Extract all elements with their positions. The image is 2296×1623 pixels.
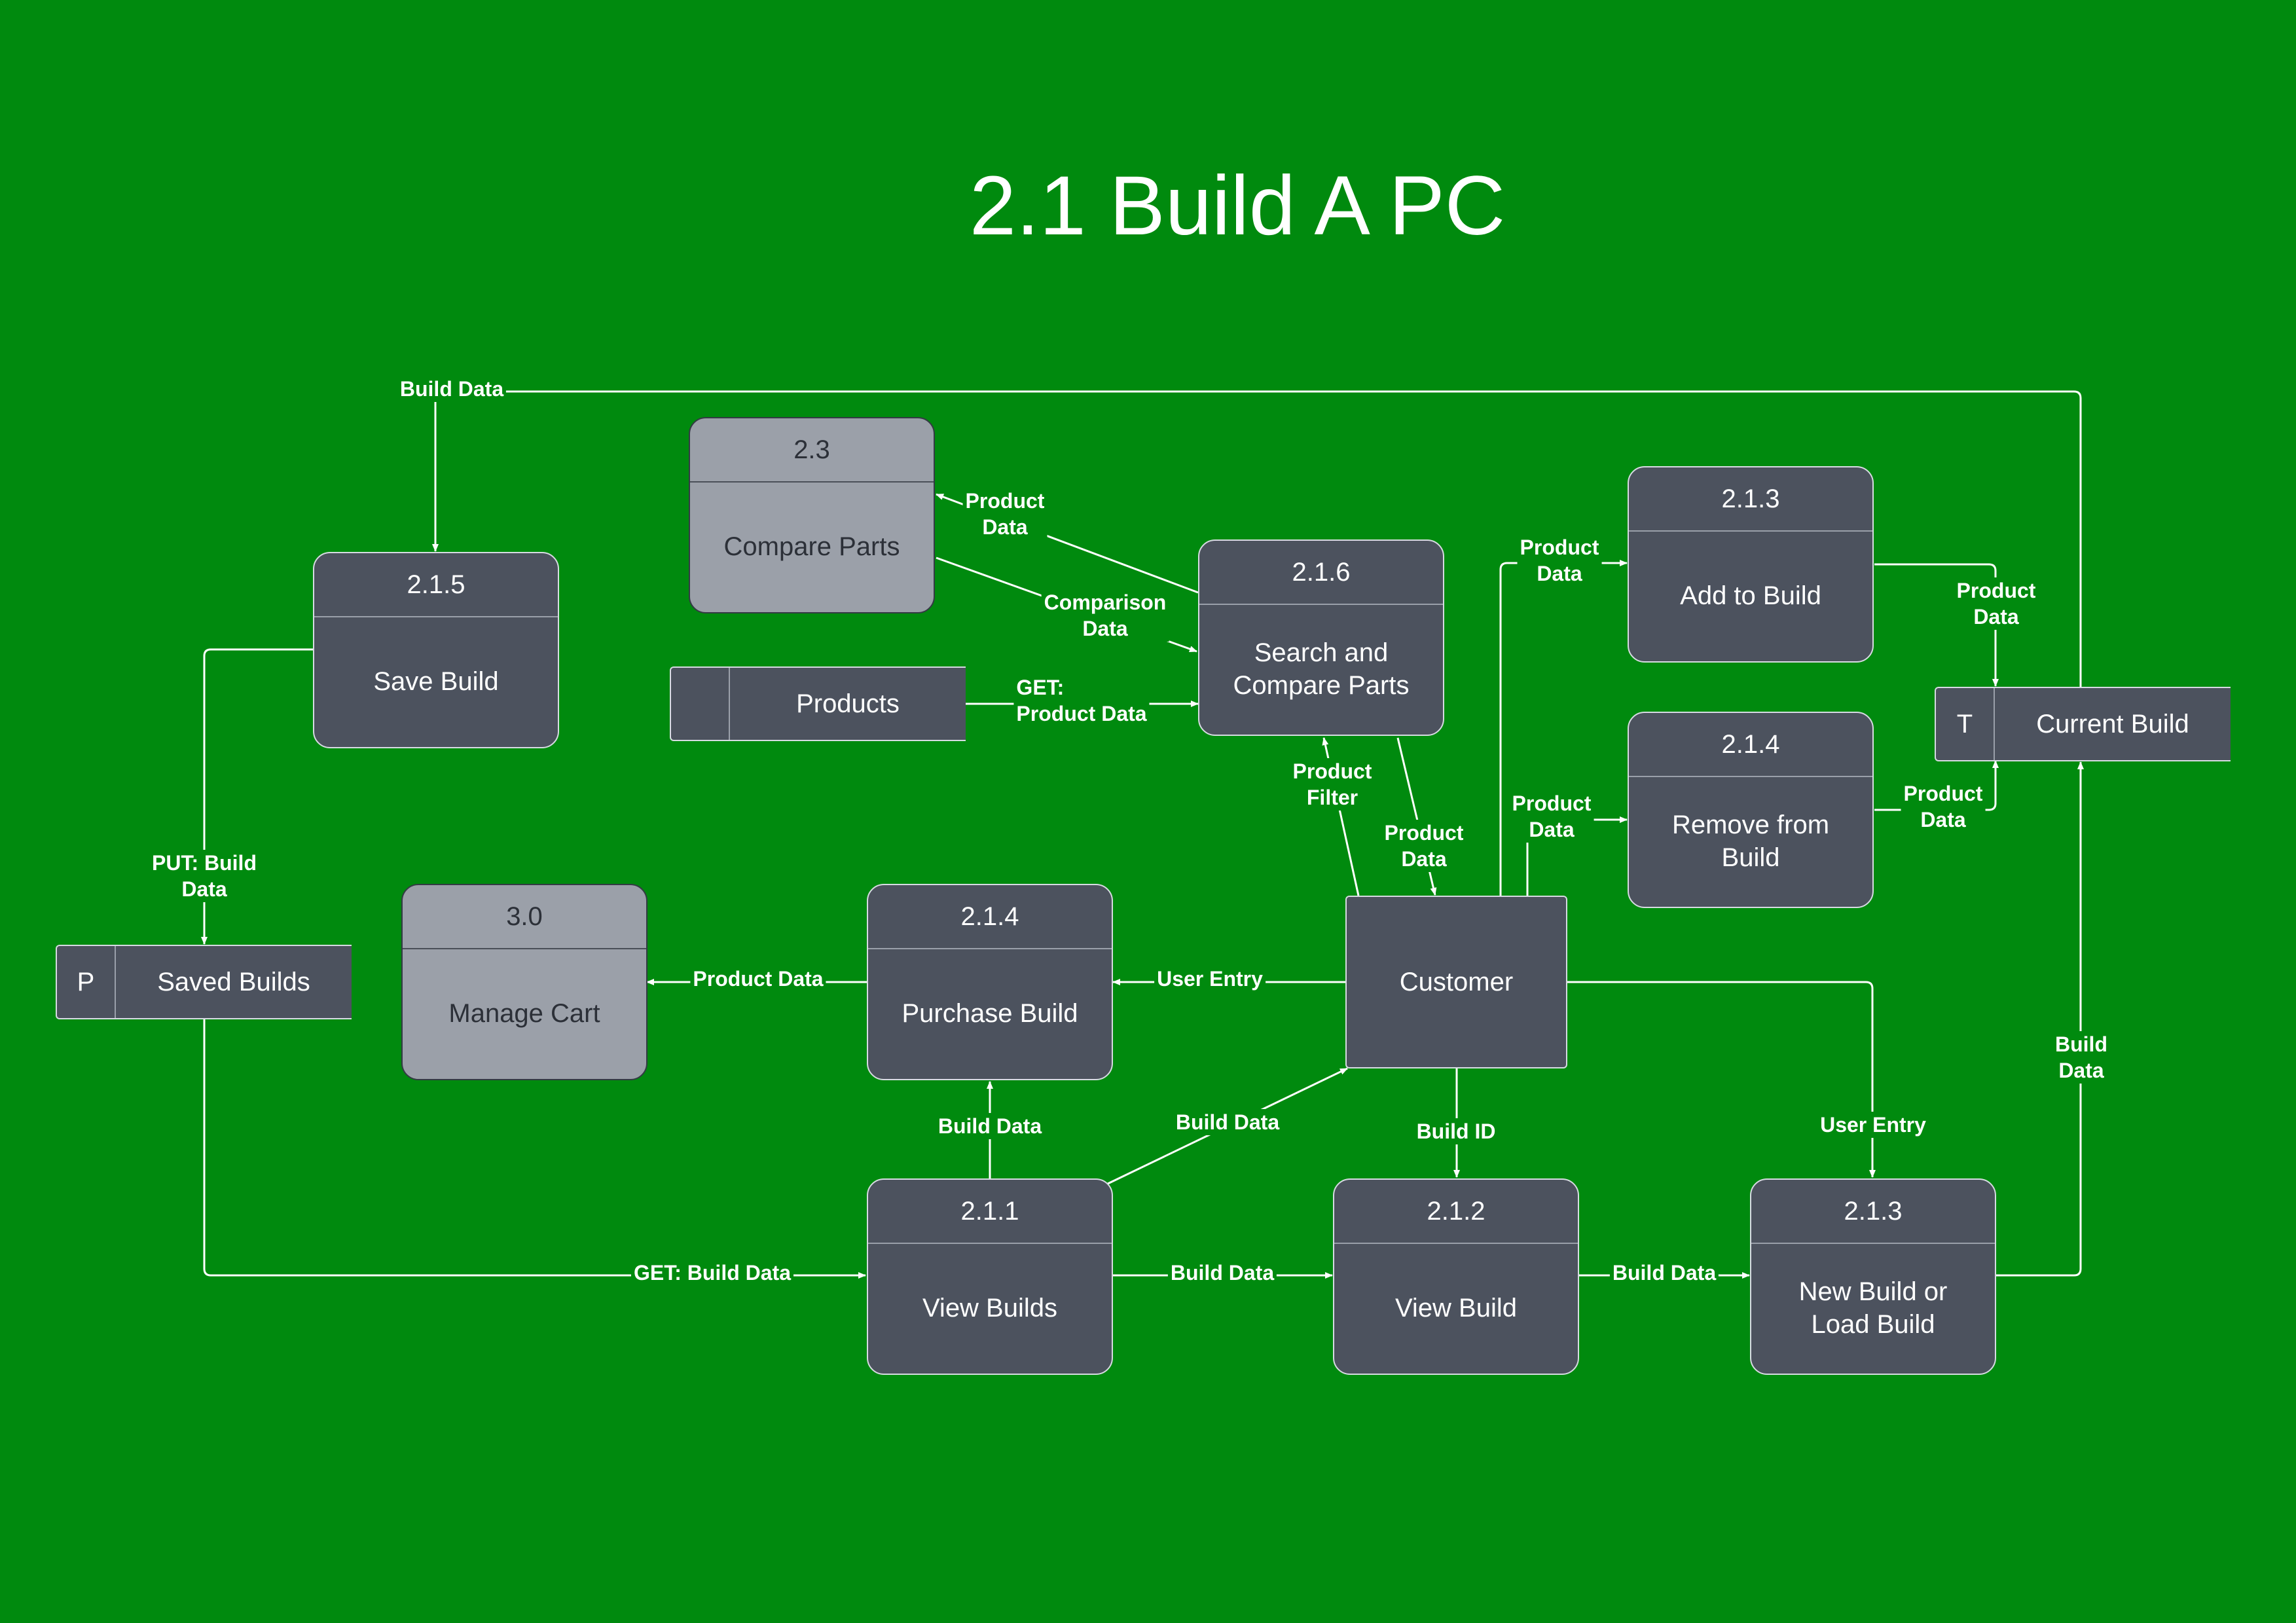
process-manage-cart[interactable]: 3.0 Manage Cart [401,884,647,1080]
process-number: 2.1.1 [868,1180,1112,1244]
flow-label-product-filter: Product Filter [1290,758,1375,811]
process-add-to-build[interactable]: 2.1.3 Add to Build [1628,466,1874,663]
flow-label-product-data-remove: Product Data [1509,790,1594,843]
datastore-id: P [57,946,116,1018]
flow-label-product-data-cart: Product Data [690,966,826,992]
flow-customer-to-newbuild [1567,981,1876,1178]
datastore-current-build[interactable]: T Current Build [1935,687,2231,761]
process-number: 2.1.5 [314,553,558,617]
process-search-compare-parts[interactable]: 2.1.6 Search and Compare Parts [1198,539,1444,736]
flow-label-get-product-data: GET: Product Data [1013,674,1150,727]
datastore-saved-builds[interactable]: P Saved Builds [56,945,352,1019]
flow-label-product-data-customer: Product Data [1381,820,1467,872]
process-number: 2.1.3 [1751,1180,1995,1244]
process-compare-parts[interactable]: 2.3 Compare Parts [689,417,935,613]
flow-label-product-data-add: Product Data [1517,534,1602,587]
process-number: 3.0 [403,885,646,949]
flow-label-product-data-add-current: Product Data [1954,577,2039,630]
flow-newbuild-to-current [1995,761,2084,1277]
process-number: 2.3 [690,418,934,483]
process-purchase-build[interactable]: 2.1.4 Purchase Build [867,884,1113,1080]
flow-label-comparison-data: Comparison Data [1041,589,1169,642]
datastore-id: T [1936,688,1995,760]
process-label: Add to Build [1680,581,1821,610]
entity-customer[interactable]: Customer [1345,896,1567,1068]
flow-saved-to-viewbuilds [203,1018,866,1279]
process-label: New Build or Load Build [1798,1277,1948,1339]
flow-label-build-data-customer: Build Data [1173,1109,1283,1135]
flow-save-to-saved-builds [201,648,313,945]
process-label: View Builds [922,1294,1058,1322]
process-number: 2.1.4 [1629,713,1872,777]
flow-remove-to-current [1874,760,1999,811]
flow-label-put-build-data: PUT: Build Data [149,850,259,902]
flow-customer-to-add [1499,560,1628,897]
process-label: View Build [1394,1294,1518,1322]
flow-label-build-data-current: Build Data [2052,1031,2110,1084]
flow-label-product-data-remove-current: Product Data [1901,780,1986,833]
flow-label-user-entry-purchase: User Entry [1154,966,1266,992]
flow-label-product-data-compare: Product Data [962,488,1048,540]
datastore-products[interactable]: Products [670,666,966,741]
process-new-or-load-build[interactable]: 2.1.3 New Build or Load Build [1750,1178,1996,1375]
datastore-label: Current Build [2036,709,2189,739]
flow-label-build-data-views: Build Data [1167,1260,1277,1286]
process-number: 2.1.3 [1629,467,1872,532]
process-label: Search and Compare Parts [1233,638,1410,700]
process-label: Remove from Build [1671,811,1830,872]
process-save-build[interactable]: 2.1.5 Save Build [313,552,559,748]
process-label: Purchase Build [902,999,1078,1028]
process-label: Save Build [373,667,499,696]
process-number: 2.1.2 [1334,1180,1578,1244]
process-number: 2.1.6 [1199,541,1443,605]
flow-label-user-entry-new: User Entry [1817,1112,1929,1138]
datastore-label: Products [796,689,900,718]
diagram-title: 2.1 Build A PC [969,159,1506,253]
flow-label-build-data-new: Build Data [1609,1260,1719,1286]
flow-label-get-build-data: GET: Build Data [630,1260,794,1286]
flow-add-to-current [1874,563,1999,687]
datastore-id [671,668,730,740]
process-view-builds[interactable]: 2.1.1 View Builds [867,1178,1113,1375]
process-view-build[interactable]: 2.1.2 View Build [1333,1178,1579,1375]
flow-label-build-data-purchase: Build Data [935,1113,1045,1139]
datastore-label: Saved Builds [157,967,310,996]
process-label: Manage Cart [448,999,600,1028]
process-remove-from-build[interactable]: 2.1.4 Remove from Build [1628,712,1874,908]
process-label: Compare Parts [723,532,900,561]
flow-label-build-id: Build ID [1413,1118,1499,1144]
flow-label-build-data-top: Build Data [397,376,507,402]
process-number: 2.1.4 [868,885,1112,949]
